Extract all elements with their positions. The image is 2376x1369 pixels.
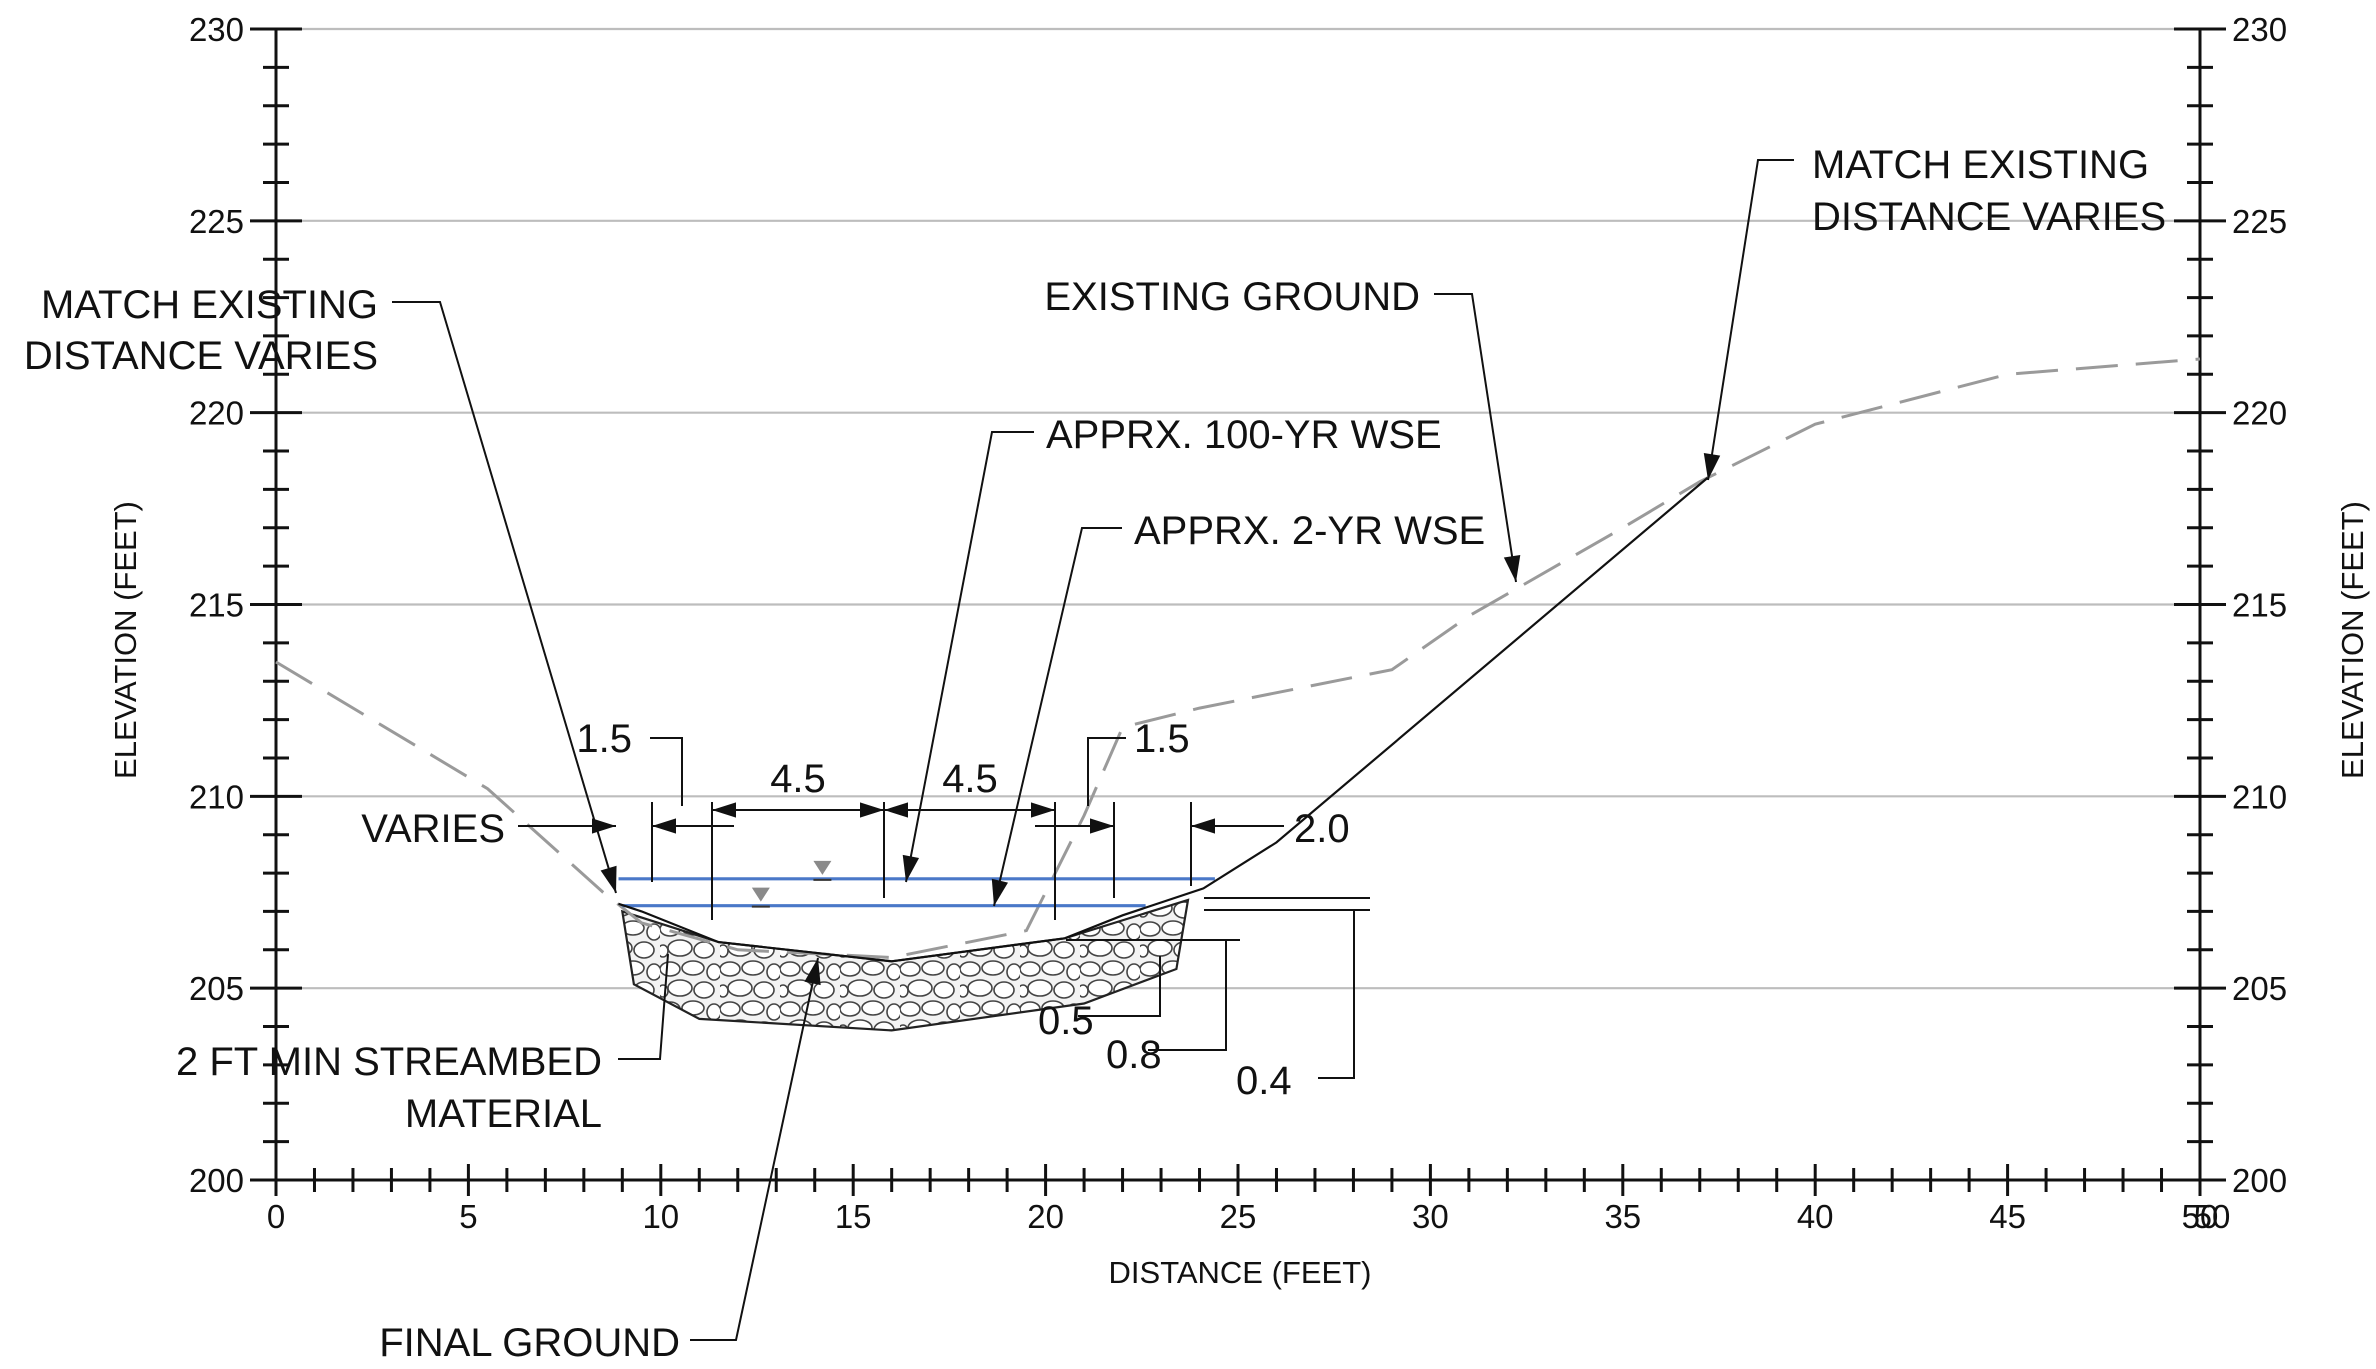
- label-streambed-1: 2 FT MIN STREAMBED: [176, 1040, 602, 1084]
- dim-line-right-half-arrow-a: [884, 802, 908, 818]
- label-varies: VARIES: [361, 807, 505, 851]
- x-tick-label: 40: [1797, 1198, 1834, 1235]
- leader-depth-a: [1078, 956, 1161, 1017]
- dim-line-left-bench-arrow: [652, 818, 676, 834]
- y-tick-label-left: 220: [189, 395, 244, 432]
- streambed-material-fill: [620, 898, 1190, 1032]
- dim-line-right-half-arrow-b: [1031, 802, 1055, 818]
- label-final-ground: FINAL GROUND: [379, 1321, 680, 1365]
- leader-wse-100: [905, 431, 1034, 883]
- label-streambed-2: MATERIAL: [405, 1092, 602, 1136]
- wse-100yr-symbol: [813, 860, 832, 881]
- leader-final-ground: [690, 957, 819, 1341]
- dim-left-half-width: 4.5: [770, 757, 826, 801]
- y-tick-label-right: 215: [2232, 587, 2287, 624]
- label-match-existing-right-1: MATCH EXISTING: [1812, 143, 2149, 187]
- y-tick-label-left: 205: [189, 970, 244, 1007]
- label-match-existing-right-2: DISTANCE VARIES: [1812, 195, 2166, 239]
- x-tick-label: 25: [1220, 1198, 1257, 1235]
- y-tick-label-left: 225: [189, 203, 244, 240]
- x-tick-label: 5: [459, 1198, 477, 1235]
- x-tick-label: 0: [267, 1198, 285, 1235]
- leader-match-existing-left: [392, 301, 617, 894]
- label-match-existing-left-2: DISTANCE VARIES: [24, 334, 378, 378]
- y-tick-label-left: 230: [189, 11, 244, 48]
- y-tick-label-right: 225: [2232, 203, 2287, 240]
- dim-line-left-half-arrow-a: [712, 802, 736, 818]
- dim-left-bench: 1.5: [576, 717, 632, 761]
- dim-right-top: 2.0: [1294, 807, 1350, 851]
- x-tick-label: 35: [1604, 1198, 1641, 1235]
- dim-depth-b: 0.8: [1106, 1033, 1162, 1077]
- x-tick-label-right-axis: 50: [2194, 1198, 2231, 1235]
- x-tick-label: 10: [642, 1198, 679, 1235]
- y-tick-label-left: 210: [189, 778, 244, 815]
- existing-ground-line: [275, 357, 2201, 960]
- leader-wse-2: [993, 527, 1122, 907]
- wse-2yr-symbol: [751, 887, 770, 908]
- leader-match-existing-right-arrow: [1703, 453, 1721, 480]
- x-tick-label: 45: [1989, 1198, 2026, 1235]
- x-tick-label: 15: [835, 1198, 872, 1235]
- wse-triangle-icon: [813, 860, 832, 875]
- leader-existing-ground: [1434, 293, 1517, 583]
- label-wse-2: APPRX. 2-YR WSE: [1134, 509, 1485, 553]
- final-ground-line: [618, 477, 1709, 963]
- x-tick-label: 20: [1027, 1198, 1064, 1235]
- dim-depth-a: 0.5: [1038, 999, 1094, 1043]
- y-axis-title-right: ELEVATION (FEET): [2335, 501, 2370, 779]
- dim-line-varies-arrow: [592, 818, 616, 834]
- y-tick-label-right: 220: [2232, 395, 2287, 432]
- y-tick-label-right: 210: [2232, 778, 2287, 815]
- dim-line-left-half-arrow-b: [860, 802, 884, 818]
- leader-right-bench: [1087, 737, 1126, 806]
- y-tick-label-right: 200: [2232, 1162, 2287, 1199]
- leader-depth-b: [1148, 940, 1227, 1051]
- y-tick-label-right: 230: [2232, 11, 2287, 48]
- x-tick-label: 50: [2182, 1198, 2219, 1235]
- y-tick-label-left: 215: [189, 587, 244, 624]
- dim-depth-c: 0.4: [1236, 1059, 1292, 1103]
- dim-right-bench: 1.5: [1134, 717, 1190, 761]
- y-axis-title-left: ELEVATION (FEET): [108, 501, 143, 779]
- leader-left-bench: [650, 737, 683, 806]
- dim-line-right-top-arrow: [1191, 818, 1215, 834]
- label-match-existing-left-1: MATCH EXISTING: [41, 283, 378, 327]
- label-wse-100: APPRX. 100-YR WSE: [1046, 413, 1442, 457]
- leader-depth-c: [1318, 910, 1355, 1079]
- wse-triangle-icon: [751, 887, 770, 902]
- leader-match-existing-right: [1707, 159, 1794, 481]
- x-tick-label: 30: [1412, 1198, 1449, 1235]
- leader-existing-ground-arrow: [1503, 555, 1521, 582]
- dim-right-half-width: 4.5: [942, 757, 998, 801]
- leader-final-ground-arrow: [804, 958, 821, 986]
- y-tick-label-right: 205: [2232, 970, 2287, 1007]
- leader-match-existing-left-arrow: [600, 865, 617, 893]
- dim-line-right-bench-arrow: [1090, 818, 1114, 834]
- leader-wse-2-arrow: [991, 878, 1008, 906]
- leader-wse-100-arrow: [902, 854, 920, 882]
- y-tick-label-left: 200: [189, 1162, 244, 1199]
- leader-streambed: [618, 953, 669, 1060]
- label-existing-ground: EXISTING GROUND: [1044, 275, 1420, 319]
- x-axis-title: DISTANCE (FEET): [1109, 1255, 1372, 1290]
